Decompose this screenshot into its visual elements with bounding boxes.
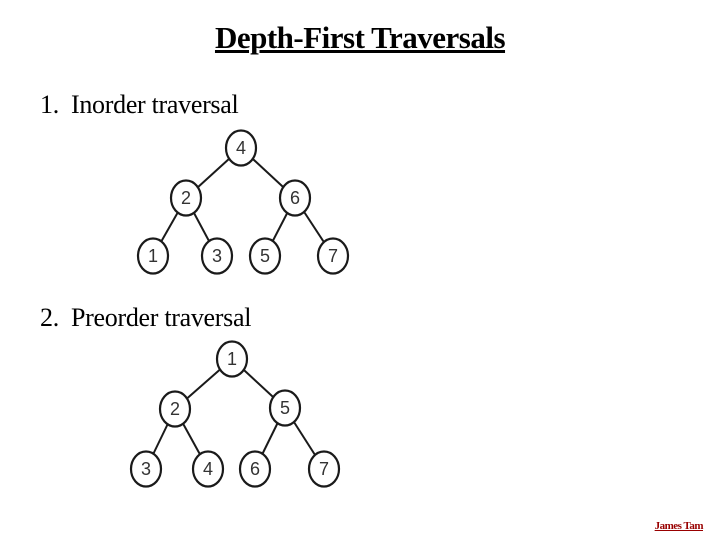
inorder-tree: 4 2 6 1 3 5 7 [136, 129, 350, 275]
list-item-number: 2. [40, 303, 59, 332]
tree-node-label: 4 [236, 138, 246, 158]
tree-node-circle [238, 450, 272, 488]
tree-node-label: 3 [141, 459, 151, 479]
tree-node-label: 5 [260, 246, 270, 266]
list-item-preorder: 2. Preorder traversal [40, 302, 251, 333]
tree-node-label: 2 [170, 399, 180, 419]
list-item-number: 1. [40, 90, 59, 119]
tree-node-label: 3 [212, 246, 222, 266]
tree-node-label: 4 [203, 459, 213, 479]
tree-node-circle [248, 237, 282, 275]
tree-node-circle [278, 179, 312, 217]
tree-node-label: 1 [227, 349, 237, 369]
tree-node-label: 1 [148, 246, 158, 266]
tree-node-circle [200, 237, 234, 275]
preorder-tree: 1 2 5 3 4 6 7 [129, 340, 341, 488]
tree-node-label: 7 [319, 459, 329, 479]
tree-node-circle [158, 390, 192, 428]
tree-node-circle [191, 450, 225, 488]
tree-node-circle [169, 179, 203, 217]
tree-node-label: 7 [328, 246, 338, 266]
tree-node-circle [129, 450, 163, 488]
tree-node-circle [136, 237, 170, 275]
tree-node-circle [316, 237, 350, 275]
list-item-label: Preorder traversal [71, 303, 252, 332]
tree-node-circle [307, 450, 341, 488]
tree-node-circle [224, 129, 258, 167]
slide-title: Depth-First Traversals [214, 20, 506, 55]
tree-node-label: 5 [280, 398, 290, 418]
tree-node-circle [215, 340, 249, 378]
author-signature: James Tam [654, 520, 704, 532]
tree-node-label: 6 [290, 188, 300, 208]
tree-node-label: 2 [181, 188, 191, 208]
list-item-inorder: 1. Inorder traversal [40, 89, 239, 120]
tree-node-circle [268, 389, 302, 427]
list-item-label: Inorder traversal [71, 90, 239, 119]
tree-node-label: 6 [250, 459, 260, 479]
